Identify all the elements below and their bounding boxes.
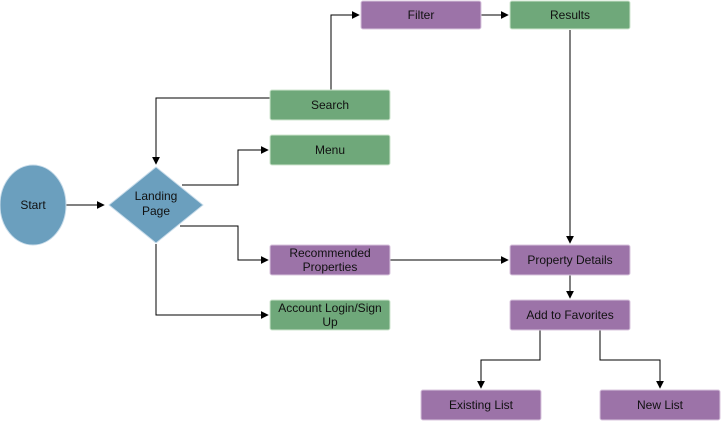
node-add-favorites: Add to Favorites	[509, 299, 631, 331]
account-login-shape	[269, 299, 391, 331]
edge-landing-to-menu	[182, 146, 269, 186]
node-menu: Menu	[269, 134, 391, 166]
property-details-shape	[509, 244, 631, 276]
recommended-properties-label-line1: Recommended	[289, 246, 370, 260]
node-existing-list: Existing List	[420, 389, 542, 421]
account-login-label-line1: Account Login/Sign	[278, 301, 381, 315]
results-label: Results	[550, 8, 590, 22]
existing-list-label: Existing List	[449, 398, 514, 412]
new-list-shape	[599, 389, 721, 421]
property-details-label: Property Details	[527, 253, 612, 267]
node-filter: Filter	[360, 0, 482, 30]
node-landing-page: Landing Page	[108, 166, 204, 244]
search-shape	[269, 89, 391, 121]
edge-search-to-landing	[152, 97, 270, 165]
edge-landing-to-account	[155, 244, 269, 319]
add-favorites-shape	[509, 299, 631, 331]
edge-landing-to-recommended	[180, 225, 269, 264]
search-label: Search	[311, 98, 349, 112]
landing-page-label-line2: Page	[142, 204, 170, 218]
node-recommended-properties: Recommended Properties	[269, 244, 391, 276]
node-property-details: Property Details	[509, 244, 631, 276]
node-account-login: Account Login/Sign Up	[269, 299, 391, 331]
filter-label: Filter	[408, 8, 435, 22]
add-favorites-label: Add to Favorites	[526, 308, 613, 322]
node-search: Search	[269, 89, 391, 121]
node-new-list: New List	[599, 389, 721, 421]
account-login-label-line2: Up	[322, 315, 338, 329]
node-results: Results	[509, 0, 631, 30]
filter-shape	[360, 0, 482, 30]
menu-shape	[269, 134, 391, 166]
existing-list-shape	[420, 389, 542, 421]
results-shape	[509, 0, 631, 30]
edge-search-to-filter	[330, 11, 360, 90]
recommended-properties-label-line2: Properties	[303, 260, 358, 274]
landing-page-label-line1: Landing	[135, 189, 178, 203]
new-list-label: New List	[637, 398, 684, 412]
landing-page-shape	[108, 166, 204, 244]
edge-add-favorites-to-existing-list	[477, 330, 541, 389]
edges	[66, 11, 664, 389]
start-shape	[0, 164, 67, 246]
recommended-properties-shape	[269, 244, 391, 276]
node-start: Start	[0, 164, 67, 246]
edge-add-favorites-to-new-list	[599, 330, 664, 389]
start-label: Start	[20, 198, 46, 212]
menu-label: Menu	[315, 143, 345, 157]
